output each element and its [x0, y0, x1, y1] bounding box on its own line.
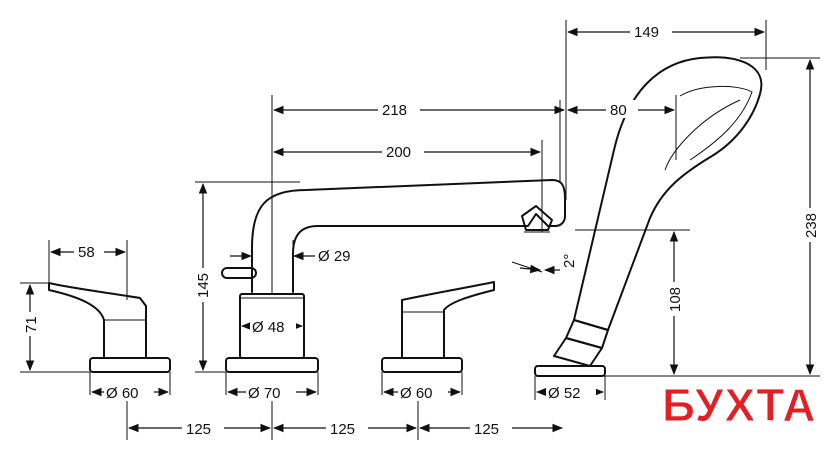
dim-29: Ø 29: [318, 248, 351, 265]
dim-60-left: Ø 60: [106, 385, 139, 402]
dim-70: Ø 70: [248, 385, 281, 402]
dim-52: Ø 52: [548, 385, 581, 402]
dim-125-1: 125: [186, 421, 211, 438]
dim-108: 108: [667, 287, 684, 312]
dim-80: 80: [610, 102, 627, 119]
extension-lines: [20, 20, 820, 440]
hand-shower: [534, 56, 763, 377]
dim-48: Ø 48: [252, 319, 285, 336]
dimension-labels: 149 218 80 200 58 Ø 29 2° 238 145 71 Ø 4…: [22, 22, 820, 438]
dim-2deg: 2°: [561, 254, 578, 268]
dim-200: 200: [386, 144, 411, 161]
dim-71: 71: [23, 316, 40, 333]
dim-125-3: 125: [474, 421, 499, 438]
dimension-arrows: [25, 27, 815, 433]
dim-149: 149: [634, 24, 659, 41]
dim-60-right: Ø 60: [400, 385, 433, 402]
dim-238: 238: [803, 213, 820, 238]
right-handle: [381, 281, 495, 373]
left-handle: [48, 282, 171, 373]
dim-58: 58: [78, 244, 95, 261]
dim-218: 218: [382, 102, 407, 119]
watermark-logo: БУХТА: [662, 379, 817, 431]
dim-145: 145: [195, 273, 212, 298]
bath-spout: [221, 179, 566, 373]
dim-125-2: 125: [330, 421, 355, 438]
